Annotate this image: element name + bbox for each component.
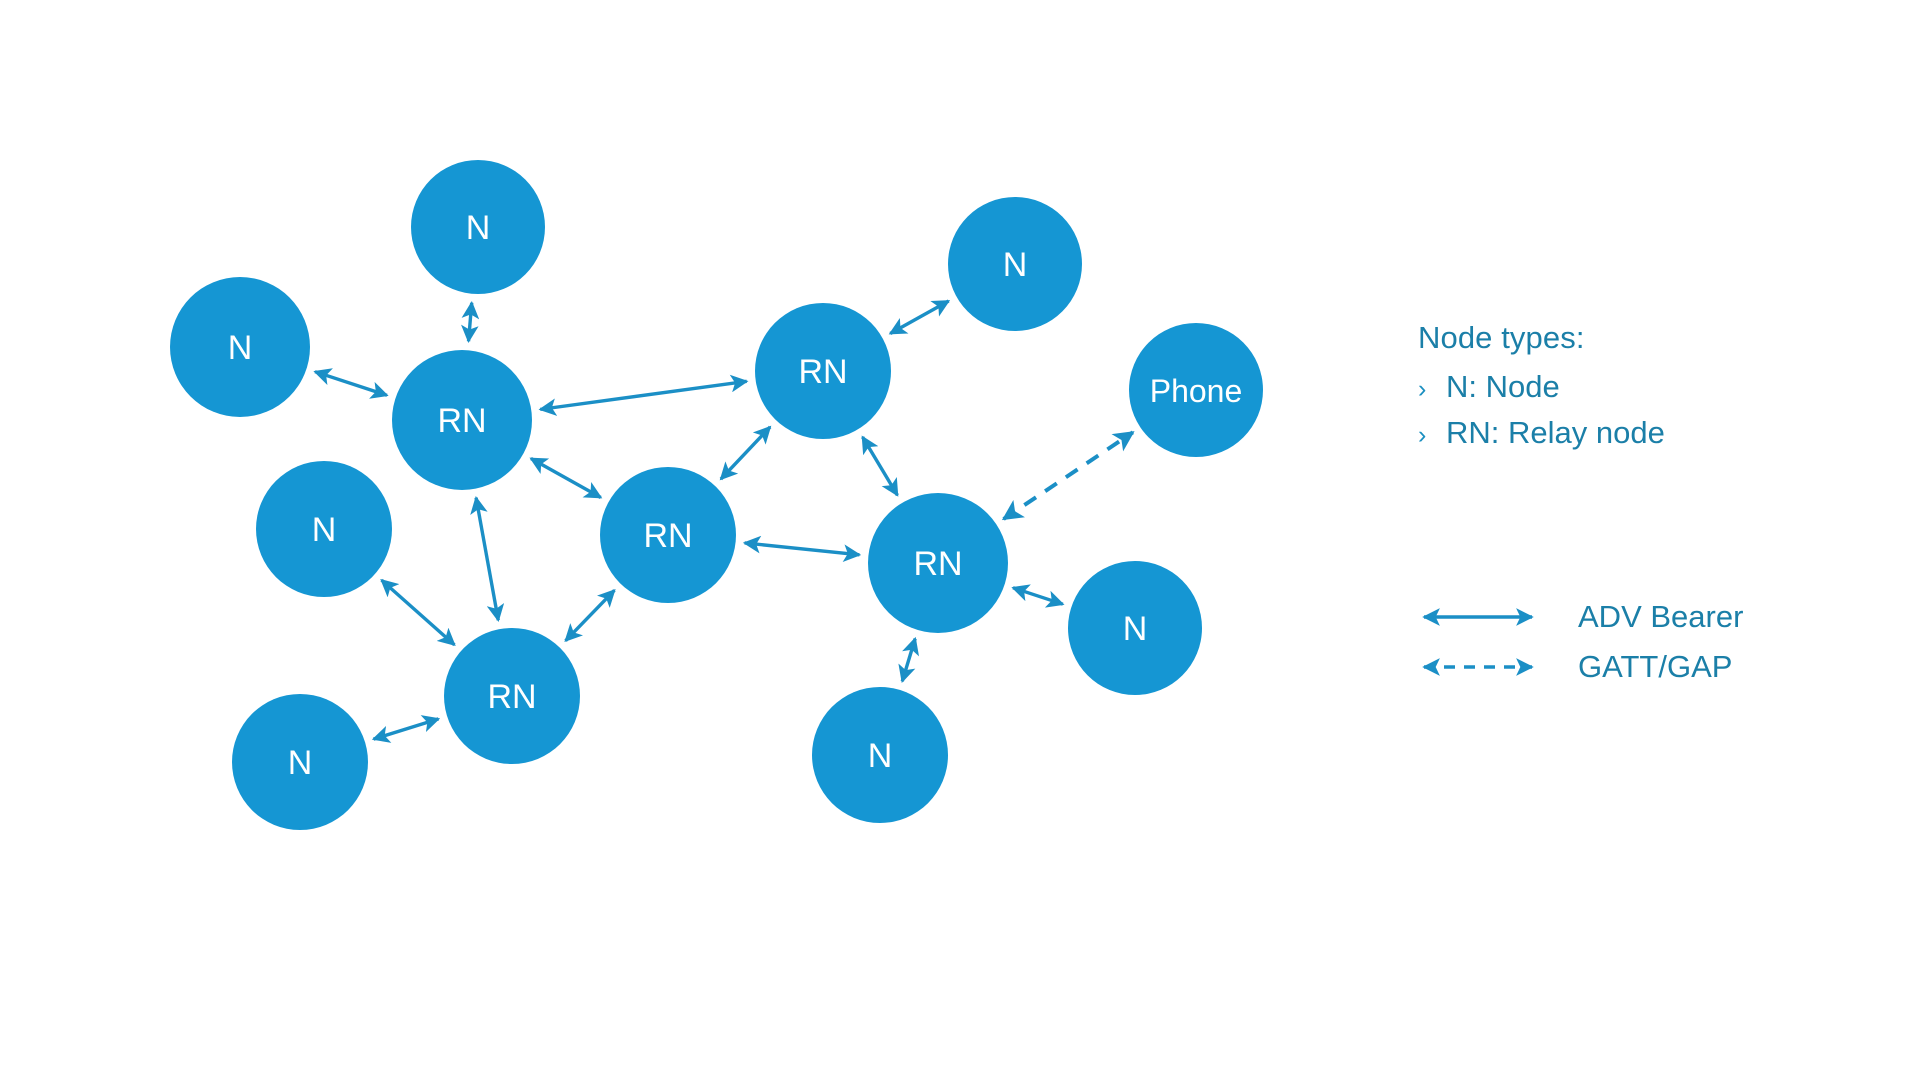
edge-n-bottom-left-to-rn-bottom-left: [371, 715, 441, 743]
node-circle[interactable]: [1129, 323, 1263, 457]
node-circle[interactable]: [1068, 561, 1202, 695]
solid-double-arrow-icon: [1418, 597, 1538, 637]
edge-rn-upper-right-to-n-top-right: [888, 299, 951, 336]
node-label: N: [1003, 246, 1028, 284]
node-circle[interactable]: [392, 350, 532, 490]
graph-node-rn-bottom-left[interactable]: RN: [444, 628, 580, 764]
graph-node-n-top[interactable]: N: [411, 160, 545, 294]
key-label-adv-bearer: ADV Bearer: [1578, 599, 1744, 634]
edge-rn-upper-left-to-n-top: [461, 300, 480, 344]
node-label: RN: [487, 678, 536, 716]
legend-item-node: › N: Node: [1418, 366, 1878, 408]
node-circle[interactable]: [755, 303, 891, 439]
legend-item-label: RN: Relay node: [1446, 414, 1665, 450]
edge-rn-upper-right-to-rn-right: [861, 435, 899, 497]
edge-n-midleft-to-rn-bottom-left: [380, 578, 456, 647]
edge-rn-right-to-n-bottom-mid: [898, 636, 920, 683]
edges-layer: [313, 299, 1135, 743]
node-circle[interactable]: [444, 628, 580, 764]
node-label: RN: [643, 517, 692, 555]
graph-node-rn-upper-left[interactable]: RN: [392, 350, 532, 490]
node-label: N: [228, 329, 253, 367]
chevron-right-icon: ›: [1418, 375, 1427, 403]
graph-node-phone[interactable]: Phone: [1129, 323, 1263, 457]
edge-rn-bottom-left-to-rn-center: [564, 589, 616, 642]
node-label: N: [288, 744, 313, 782]
key-row-gatt-gap: GATT/GAP: [1418, 642, 1888, 692]
node-label: N: [312, 511, 337, 549]
node-label: Phone: [1150, 373, 1243, 409]
key-label-gatt-gap: GATT/GAP: [1578, 649, 1733, 684]
graph-node-n-bottom-left[interactable]: N: [232, 694, 368, 830]
edge-rn-center-to-rn-upper-right: [719, 425, 772, 481]
node-label: RN: [437, 402, 486, 440]
chevron-right-icon: ›: [1418, 420, 1427, 449]
nodes-layer: N N RN N RN N RN RN N RN N N Phone: [170, 160, 1263, 830]
legend-item-relay-node: › RN: Relay node: [1418, 412, 1878, 454]
graph-node-rn-center[interactable]: RN: [600, 467, 736, 603]
graph-node-rn-upper-right[interactable]: RN: [755, 303, 891, 439]
legend-item-label: N: Node: [1446, 369, 1560, 404]
graph-node-n-midleft[interactable]: N: [256, 461, 392, 597]
edge-rn-upper-left-to-rn-center: [529, 457, 603, 499]
node-label: RN: [913, 545, 962, 583]
node-circle[interactable]: [600, 467, 736, 603]
link-type-key: ADV Bearer GATT/GAP: [1418, 592, 1888, 692]
edge-rn-right-to-phone: [1001, 430, 1135, 521]
node-circle[interactable]: [812, 687, 948, 823]
edge-rn-center-to-rn-right: [742, 535, 862, 563]
node-label: RN: [798, 353, 847, 391]
dashed-double-arrow-icon: [1418, 647, 1538, 687]
edge-rn-upper-left-to-n-left: [313, 368, 389, 399]
legend-title: Node types:: [1418, 320, 1585, 355]
graph-node-n-left[interactable]: N: [170, 277, 310, 417]
node-label: N: [466, 209, 491, 247]
graph-node-n-bottom-mid[interactable]: N: [812, 687, 948, 823]
key-row-adv-bearer: ADV Bearer: [1418, 592, 1888, 642]
node-circle[interactable]: [256, 461, 392, 597]
node-circle[interactable]: [948, 197, 1082, 331]
edge-rn-right-to-n-right: [1011, 584, 1065, 608]
node-circle[interactable]: [232, 694, 368, 830]
graph-node-n-top-right[interactable]: N: [948, 197, 1082, 331]
graph-node-rn-right[interactable]: RN: [868, 493, 1008, 633]
node-label: N: [1123, 610, 1148, 648]
edge-rn-upper-left-to-rn-upper-right: [538, 374, 749, 416]
node-circle[interactable]: [170, 277, 310, 417]
edge-rn-upper-left-to-rn-bottom-left: [470, 495, 505, 622]
node-types-legend: Node types: › N: Node › RN: Relay node: [1418, 320, 1878, 458]
node-label: N: [868, 737, 893, 775]
node-circle[interactable]: [411, 160, 545, 294]
graph-node-n-right[interactable]: N: [1068, 561, 1202, 695]
node-circle[interactable]: [868, 493, 1008, 633]
